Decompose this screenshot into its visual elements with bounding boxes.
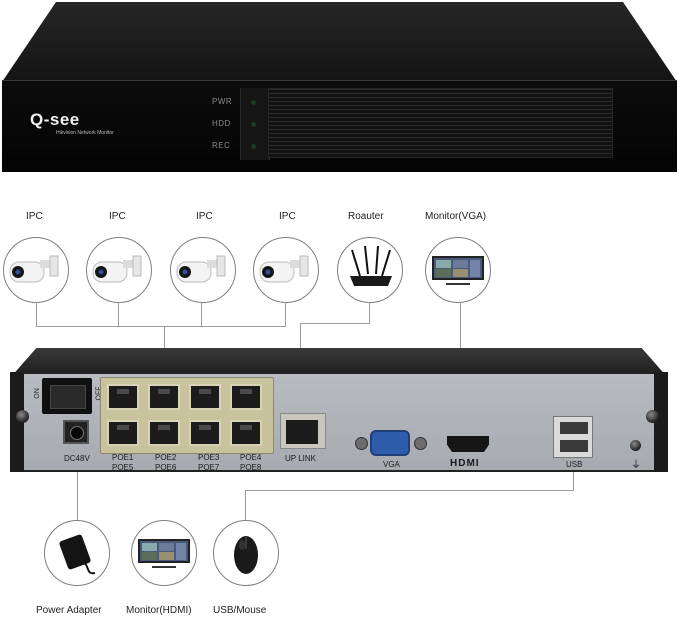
connector-usb-drop xyxy=(245,490,246,528)
ipc-4-circle xyxy=(253,237,319,303)
nvr-top-surface xyxy=(2,2,677,82)
poe-port-8[interactable] xyxy=(230,420,262,446)
screw-right xyxy=(646,410,659,423)
vga-nut-right xyxy=(414,437,427,450)
poe4-label: POE4 xyxy=(240,453,262,462)
poe-port-6[interactable] xyxy=(148,420,180,446)
monitor-hdmi-label: Monitor(HDMI) xyxy=(126,605,192,616)
back-panel-right-cap xyxy=(654,372,668,472)
ip-camera-icon xyxy=(9,255,59,283)
poe-port-4[interactable] xyxy=(230,384,262,410)
monitor-icon xyxy=(138,539,190,568)
ip-camera-icon xyxy=(176,255,226,283)
usb-label: USB xyxy=(566,460,583,469)
router-label: Roauter xyxy=(348,211,384,222)
brand-subtitle: Hikvision Network Monitor xyxy=(56,130,114,136)
ipc-3-circle xyxy=(170,237,236,303)
router-icon xyxy=(350,245,392,286)
monitor-vga-circle xyxy=(425,237,491,303)
poe8-label: POE8 xyxy=(240,463,262,472)
ipc-2-label: IPC xyxy=(109,211,126,222)
poe5-label: POE5 xyxy=(112,463,134,472)
led-hdd xyxy=(251,122,256,127)
vga-nut-left xyxy=(355,437,368,450)
ip-camera-icon xyxy=(92,255,142,283)
brand-logo: Q-see xyxy=(30,110,80,129)
connector-usb-rise xyxy=(573,455,574,491)
poe-port-3[interactable] xyxy=(189,384,221,410)
poe-port-2[interactable] xyxy=(148,384,180,410)
led-label-rec: REC xyxy=(212,141,231,150)
monitor-vga-label: Monitor(VGA) xyxy=(425,211,487,222)
ip-camera-icon xyxy=(259,255,309,283)
hdmi-port[interactable] xyxy=(447,436,489,452)
connector-usb-horizontal xyxy=(245,490,574,491)
ipc-3-label: IPC xyxy=(196,211,213,222)
poe7-label: POE7 xyxy=(198,463,220,472)
connector-ipc-1 xyxy=(36,302,37,327)
back-panel-left-cap xyxy=(10,372,24,472)
front-vent-grille xyxy=(268,88,613,158)
ipc-2-circle xyxy=(86,237,152,303)
usb-mouse-label: USB/Mouse xyxy=(213,605,267,616)
usb-port-2[interactable] xyxy=(560,440,588,452)
router-circle xyxy=(337,237,403,303)
monitor-hdmi-circle xyxy=(131,520,197,586)
usb-port-1[interactable] xyxy=(560,422,588,434)
connector-ipc-2 xyxy=(118,302,119,327)
poe1-label: POE1 xyxy=(112,453,134,462)
power-switch-rocker[interactable] xyxy=(50,385,86,409)
hdmi-label: HDMI xyxy=(450,458,480,469)
led-label-hdd: HDD xyxy=(212,119,231,128)
poe-port-7[interactable] xyxy=(189,420,221,446)
uplink-port[interactable] xyxy=(286,420,318,444)
poe2-label: POE2 xyxy=(155,453,177,462)
dc-power-jack[interactable] xyxy=(63,420,89,444)
connector-power xyxy=(77,442,78,528)
vga-label: VGA xyxy=(383,460,400,469)
connector-ipc-bus xyxy=(36,326,286,327)
poe6-label: POE6 xyxy=(155,463,177,472)
monitor-icon xyxy=(432,256,484,285)
power-adapter-label: Power Adapter xyxy=(36,605,102,616)
led-rec xyxy=(251,144,256,149)
ground-symbol: ⏚ xyxy=(631,460,641,471)
led-label-pwr: PWR xyxy=(212,97,233,106)
connector-router-horizontal xyxy=(300,323,370,324)
poe-port-5[interactable] xyxy=(107,420,139,446)
power-adapter-icon xyxy=(59,534,96,575)
vga-port[interactable] xyxy=(370,430,410,456)
poe-port-1[interactable] xyxy=(107,384,139,410)
screw-left xyxy=(16,410,29,423)
led-pwr xyxy=(251,100,256,105)
switch-on-label: ON xyxy=(33,388,41,399)
ground-screw xyxy=(630,440,641,451)
poe3-label: POE3 xyxy=(198,453,220,462)
ipc-4-label: IPC xyxy=(279,211,296,222)
connector-ipc-3 xyxy=(201,302,202,327)
dc-power-jack-inner xyxy=(70,426,84,440)
connector-ipc-4 xyxy=(285,302,286,327)
uplink-label: UP LINK xyxy=(285,454,316,463)
usb-mouse-circle xyxy=(213,520,279,586)
ipc-1-label: IPC xyxy=(26,211,43,222)
connector-router-drop xyxy=(369,302,370,324)
dc-label: DC48V xyxy=(64,454,90,463)
mouse-icon xyxy=(234,536,258,574)
ipc-1-circle xyxy=(3,237,69,303)
power-adapter-circle xyxy=(44,520,110,586)
